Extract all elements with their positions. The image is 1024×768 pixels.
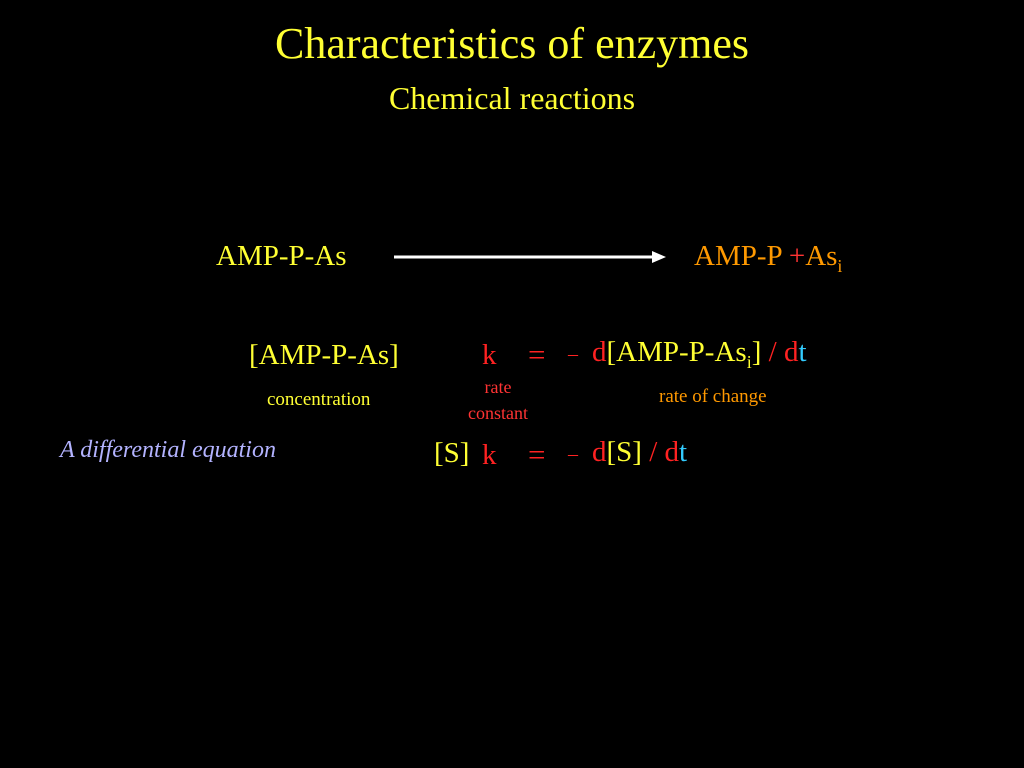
substrate-rate-term: d[S] / dt (592, 436, 687, 469)
concentration-term: [AMP-P-As] (249, 339, 399, 371)
division-slash: / (761, 336, 784, 368)
product-second: As (805, 240, 838, 272)
d-operator-2: d (783, 336, 799, 368)
species-subscript: i (746, 351, 752, 372)
division-slash-2: / (641, 436, 665, 468)
rate-constant-k: k (482, 339, 497, 371)
d-operator: d (592, 336, 607, 368)
minus-sign: – (568, 343, 578, 365)
rate-label-line2: constant (468, 403, 528, 423)
time-variable-2: t (679, 436, 688, 468)
minus-sign-2: – (568, 443, 578, 465)
d-operator-3: d (592, 436, 607, 468)
differential-equation-label: A differential equation (60, 437, 276, 463)
time-variable: t (798, 336, 807, 368)
equals-sign-2: = (528, 437, 546, 472)
reactant-formula: AMP-P-As (216, 240, 347, 272)
equals-sign: = (528, 337, 546, 372)
concentration-label: concentration (267, 389, 371, 410)
right-arrow-icon (394, 251, 666, 263)
product-subscript: i (837, 255, 843, 276)
plus-sign: + (788, 240, 806, 272)
substrate-term: [S] (434, 437, 470, 469)
rate-of-change-label: rate of change (659, 386, 767, 407)
rate-constant-k-2: k (482, 439, 497, 471)
substrate-bracket: [S] (606, 436, 642, 468)
rate-of-change-term: d[AMP-P-Asi] / dt (592, 336, 807, 373)
species-close: ] (751, 336, 762, 368)
slide-title: Characteristics of enzymes (274, 19, 750, 68)
species-bracket: [AMP-P-As (606, 336, 747, 368)
product-main: AMP-P (694, 240, 782, 272)
rate-label-line1: rate (484, 377, 512, 397)
d-operator-4: d (664, 436, 680, 468)
product-formula: AMP-P +Asi (694, 240, 842, 277)
slide-subtitle: Chemical reactions (388, 80, 636, 116)
